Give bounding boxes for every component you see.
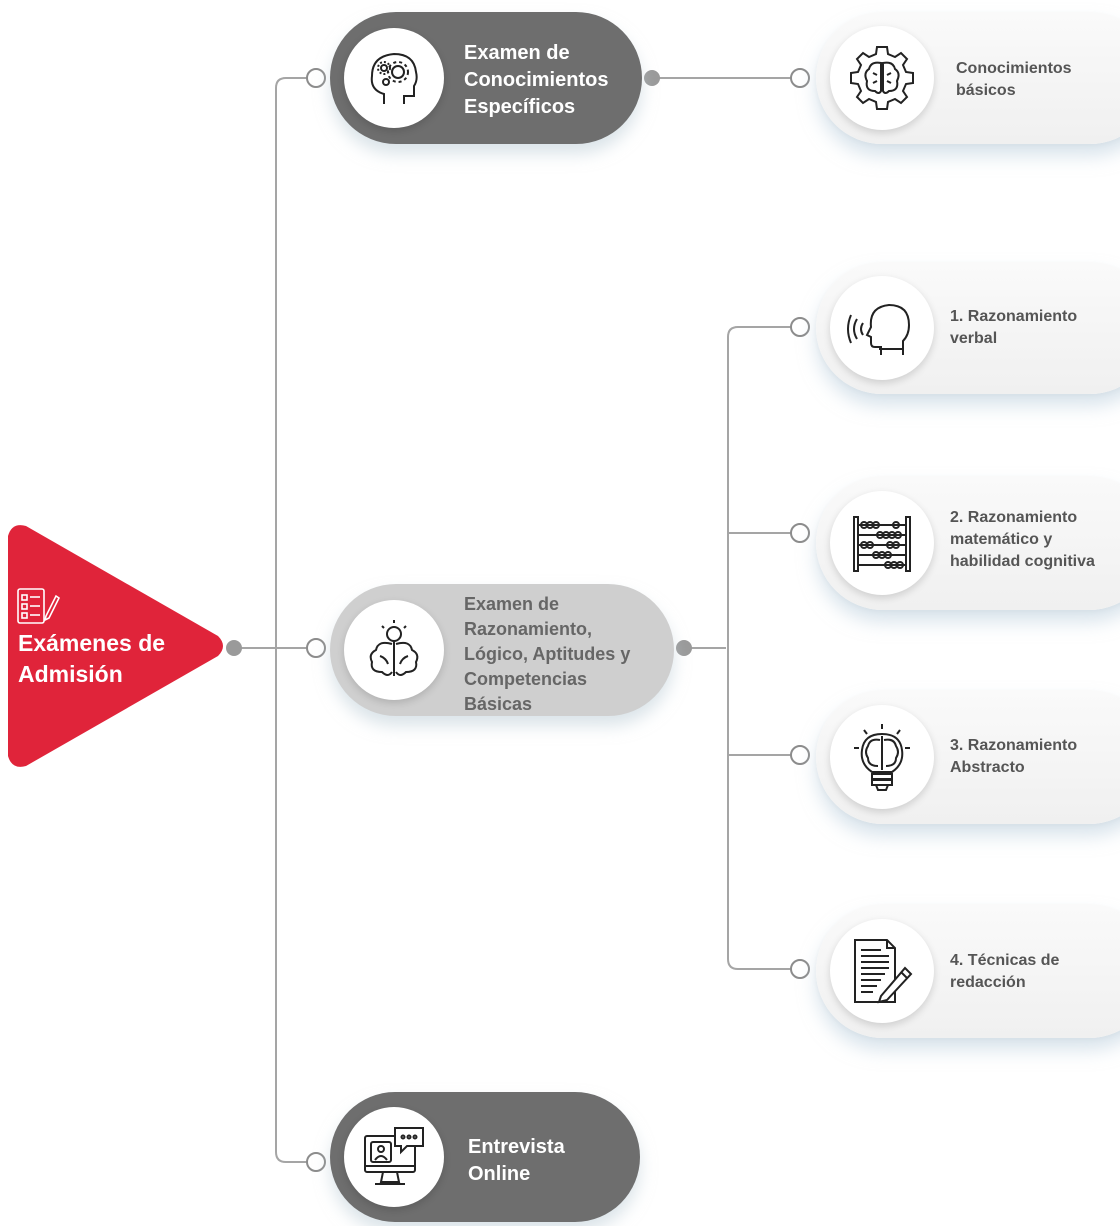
node-text-line: Competencias bbox=[464, 669, 588, 689]
abacus-icon bbox=[830, 491, 934, 595]
node-text-line: Online bbox=[468, 1163, 531, 1185]
leaf-text-line: básicos bbox=[956, 82, 1016, 99]
leaf-tecnicas-redaccion: 4. Técnicas de redacción bbox=[816, 904, 1120, 1038]
razonamiento-connector-dot bbox=[676, 640, 692, 656]
brain-bulb-icon bbox=[830, 705, 934, 809]
leaf-text-line: 3. Razonamiento bbox=[950, 737, 1078, 754]
node-text-line: Específicos bbox=[464, 96, 576, 118]
document-pen-icon bbox=[830, 919, 934, 1023]
leaf-text-line: 2. Razonamiento bbox=[950, 509, 1078, 526]
node-text-line: Razonamiento, bbox=[464, 619, 593, 639]
node-entrevista-online: Entrevista Online bbox=[330, 1092, 640, 1222]
leaf-text-line: redacción bbox=[950, 974, 1026, 991]
root-node bbox=[0, 522, 232, 770]
brain-gear-icon bbox=[830, 26, 934, 130]
leaf-razonamiento-abstracto: 3. Razonamiento Abstracto bbox=[816, 690, 1120, 824]
node-text-line: Examen de bbox=[464, 42, 570, 64]
node-text-line: Lógico, Aptitudes y bbox=[464, 644, 631, 664]
node-text-line: Básicas bbox=[464, 694, 533, 714]
leaf-text-line: verbal bbox=[950, 330, 998, 347]
leaf-text-line: 1. Razonamiento bbox=[950, 308, 1078, 325]
node-text-line: Examen de bbox=[464, 594, 560, 614]
checklist-icon bbox=[16, 586, 61, 631]
root-title: Exámenes de Admisión bbox=[18, 628, 165, 690]
head-gears-icon bbox=[344, 28, 444, 128]
leaf-conocimientos-basicos: Conocimientos básicos bbox=[816, 12, 1120, 144]
especificos-connector-dot bbox=[644, 70, 660, 86]
leaf-text-line: habilidad cognitiva bbox=[950, 553, 1095, 570]
leaf-text-line: matemático y bbox=[950, 531, 1053, 548]
root-connector-dot bbox=[226, 640, 242, 656]
brain-lightbulb-icon bbox=[344, 600, 444, 700]
leaf-text-line: Conocimientos bbox=[956, 60, 1072, 77]
root-title-line: Admisión bbox=[18, 661, 123, 687]
speaking-head-icon bbox=[830, 276, 934, 380]
node-conocimientos-especificos: Examen de Conocimientos Específicos bbox=[330, 12, 642, 144]
leaf-text-line: 4. Técnicas de bbox=[950, 952, 1060, 969]
node-text-line: Conocimientos bbox=[464, 69, 609, 91]
root-title-line: Exámenes de bbox=[18, 630, 166, 656]
leaf-text-line: Abstracto bbox=[950, 759, 1025, 776]
node-razonamiento: Examen de Razonamiento, Lógico, Aptitude… bbox=[330, 584, 674, 716]
node-text-line: Entrevista bbox=[468, 1136, 565, 1158]
leaf-razonamiento-matematico: 2. Razonamiento matemático y habilidad c… bbox=[816, 476, 1120, 610]
video-call-icon bbox=[344, 1107, 444, 1207]
leaf-razonamiento-verbal: 1. Razonamiento verbal bbox=[816, 262, 1120, 394]
